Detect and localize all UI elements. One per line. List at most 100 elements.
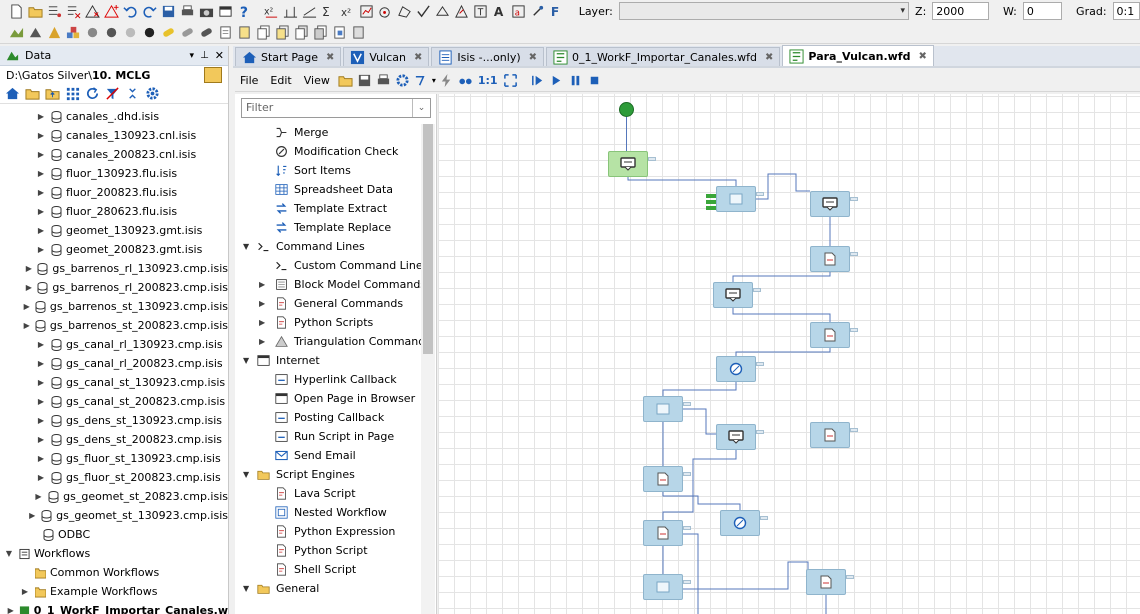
expand-caret-icon[interactable]: ▶ — [29, 511, 36, 520]
palette-sub-general-commands[interactable]: ▶General Commands — [235, 294, 403, 313]
workflow-node[interactable] — [716, 186, 756, 212]
blocks-icon[interactable] — [65, 24, 82, 41]
workflow-node[interactable] — [810, 322, 850, 348]
palette-item-sort-items[interactable]: Sort Items — [235, 161, 351, 180]
check-mark-icon[interactable] — [415, 3, 432, 20]
workflow-node[interactable] — [810, 246, 850, 272]
expand-caret-icon[interactable]: ▶ — [37, 131, 45, 140]
workflow-settings-icon[interactable] — [394, 72, 411, 89]
pause-icon[interactable] — [567, 72, 584, 89]
capsule-grey-icon[interactable] — [179, 24, 196, 41]
tree-item-file[interactable]: ▶gs_dens_st_130923.cmp.isis — [0, 411, 228, 430]
node-port[interactable] — [683, 580, 691, 584]
expand-caret-icon[interactable]: ▶ — [37, 226, 45, 235]
workflow-node[interactable] — [810, 191, 850, 217]
collapse-caret-icon[interactable]: ▼ — [243, 584, 250, 593]
tab-close-icon[interactable]: ✖ — [326, 51, 335, 63]
workflow-node[interactable] — [643, 396, 683, 422]
expand-caret-icon[interactable]: ▶ — [37, 416, 45, 425]
node-port[interactable] — [756, 192, 764, 196]
node-port[interactable] — [760, 516, 768, 520]
browse-folder-icon[interactable] — [204, 67, 222, 83]
node-port[interactable] — [756, 430, 764, 434]
input-port[interactable] — [706, 194, 716, 198]
expand-caret-icon[interactable]: ▶ — [21, 587, 29, 596]
sheet-icon[interactable] — [217, 24, 234, 41]
zoom-fit-icon[interactable] — [502, 72, 519, 89]
list-remove-icon[interactable] — [65, 3, 82, 20]
open-folder-icon[interactable] — [27, 3, 44, 20]
layer-select[interactable]: ▾ — [618, 2, 910, 20]
sheet-stack2-icon[interactable] — [274, 24, 291, 41]
surface-icon[interactable] — [8, 24, 25, 41]
node-port[interactable] — [683, 402, 691, 406]
connector-tool-icon[interactable] — [413, 72, 430, 89]
undo-icon[interactable] — [122, 3, 139, 20]
palette-scrollbar[interactable] — [421, 124, 435, 614]
grid-view-icon[interactable] — [64, 85, 81, 102]
filter-input[interactable]: Filter⌄ — [241, 98, 431, 118]
help-icon[interactable]: ? — [236, 3, 253, 20]
capsule-dark-icon[interactable] — [198, 24, 215, 41]
pyramid-icon[interactable] — [46, 24, 63, 41]
expand-caret-icon[interactable]: ▶ — [37, 397, 45, 406]
workflow-node[interactable] — [608, 151, 648, 177]
tab-close-icon[interactable]: ✖ — [528, 51, 538, 63]
tree-item-file[interactable]: ▶gs_canal_rl_130923.cmp.isis — [0, 335, 228, 354]
triangle-edit-icon[interactable] — [453, 3, 470, 20]
panel-close-icon[interactable]: ✕ — [214, 49, 224, 62]
palette-item-python-script[interactable]: Python Script — [235, 541, 368, 560]
find-icon[interactable] — [457, 72, 474, 89]
refresh-icon[interactable] — [84, 85, 101, 102]
grad-input[interactable]: 0:1 — [1112, 2, 1140, 20]
expand-caret-icon[interactable]: ▼ — [5, 549, 13, 558]
tree-item-workflows[interactable]: ▼Workflows — [0, 544, 228, 563]
palette-item-open-page-in-browser[interactable]: Open Page in Browser — [235, 389, 415, 408]
expand-caret-icon[interactable]: ▶ — [259, 318, 266, 327]
expand-caret-icon[interactable]: ▶ — [37, 112, 45, 121]
tree-item-file[interactable]: ▶fluor_280623.flu.isis — [0, 202, 228, 221]
palette-item-send-email[interactable]: Send Email — [235, 446, 356, 465]
expand-caret-icon[interactable]: ▶ — [25, 283, 32, 292]
palette-item-hyperlink-callback[interactable]: Hyperlink Callback — [235, 370, 397, 389]
home-icon[interactable] — [4, 85, 21, 102]
tree-item-file[interactable]: ▶geomet_130923.gmt.isis — [0, 221, 228, 240]
tree-item-file[interactable]: ▶fluor_130923.flu.isis — [0, 164, 228, 183]
palette-item-custom-command-line[interactable]: Custom Command Line — [235, 256, 421, 275]
tree-item-workflow-file[interactable]: ▶0_1_WorkF_Importar_Canales.w — [0, 601, 228, 614]
node-port[interactable] — [850, 428, 858, 432]
expand-caret-icon[interactable]: ▶ — [37, 340, 45, 349]
pin-icon[interactable]: ⊥ — [200, 50, 209, 61]
menu-file[interactable]: File — [240, 74, 259, 87]
z-input[interactable]: 2000 — [932, 2, 989, 20]
settings-icon[interactable] — [144, 85, 161, 102]
measure-icon[interactable] — [282, 3, 299, 20]
folder-up-icon[interactable] — [44, 85, 61, 102]
run-icon[interactable] — [548, 72, 565, 89]
sheet-stack-icon[interactable] — [255, 24, 272, 41]
annotate-icon[interactable]: a — [510, 3, 527, 20]
tree-item-common-workflows[interactable]: Common Workflows — [0, 563, 228, 582]
node-port[interactable] — [648, 157, 656, 161]
palette-item-template-replace[interactable]: Template Replace — [235, 218, 391, 237]
triangle-add-icon[interactable] — [103, 3, 120, 20]
workflow-node[interactable] — [810, 422, 850, 448]
tree-item-file[interactable]: ▶gs_canal_st_200823.cmp.isis — [0, 392, 228, 411]
expand-caret-icon[interactable]: ▶ — [25, 264, 32, 273]
tab-close-icon[interactable]: ✖ — [413, 51, 423, 63]
link-tool-icon[interactable] — [529, 3, 546, 20]
collapse-caret-icon[interactable]: ▼ — [243, 242, 250, 251]
step-run-icon[interactable] — [529, 72, 546, 89]
tree-item-file[interactable]: ▶gs_canal_rl_200823.cmp.isis — [0, 354, 228, 373]
text-icon[interactable]: A — [491, 3, 508, 20]
tree-item-file[interactable]: ▶canales_.dhd.isis — [0, 107, 228, 126]
node-port[interactable] — [846, 575, 854, 579]
sphere-grey-icon[interactable] — [84, 24, 101, 41]
layer-edit-icon[interactable] — [434, 3, 451, 20]
expand-caret-icon[interactable]: ▶ — [37, 245, 45, 254]
text-edit-icon[interactable] — [472, 3, 489, 20]
tree-item-file[interactable]: ▶gs_geomet_st_130923.cmp.isis — [0, 506, 228, 525]
w-input[interactable]: 0 — [1022, 2, 1063, 20]
palette-item-python-expression[interactable]: Python Expression — [235, 522, 395, 541]
tab-3[interactable]: Isis -...only)✖ — [431, 47, 545, 66]
